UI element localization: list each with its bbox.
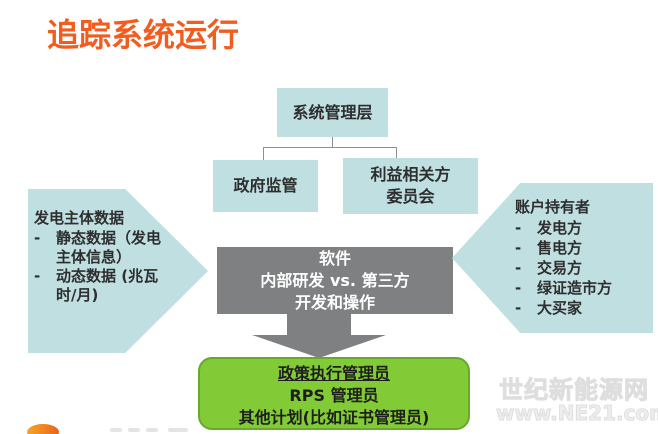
- bullet-dash: -: [515, 259, 522, 277]
- list-item: - 大买家: [515, 298, 653, 318]
- connector-drop-left: [263, 147, 264, 161]
- list-item-text: 绿证造市方: [537, 279, 613, 297]
- list-item: - 动态数据 (兆瓦时/月): [34, 267, 174, 305]
- watermark-url: www.NE21.com: [496, 401, 658, 426]
- list-item-text: 发电方: [537, 219, 583, 237]
- government-box: 政府监管: [213, 160, 318, 212]
- watermark: 世纪新能源网 www.NE21.com: [496, 376, 658, 426]
- list-item: - 发电方: [515, 218, 653, 238]
- stakeholder-box: 利益相关方 委员会: [343, 158, 478, 214]
- bullet-dash: -: [515, 279, 522, 297]
- list-item: - 静态数据（发电主体信息）: [34, 229, 174, 267]
- software-line2: 内部研发 vs. 第三方: [260, 270, 410, 290]
- stakeholder-label-line2: 委员会: [386, 187, 435, 206]
- watermark-name: 世纪新能源网: [499, 376, 649, 404]
- bullet-dash: -: [515, 219, 522, 237]
- list-item-text: 动态数据 (兆瓦时/月): [56, 267, 159, 304]
- connector-drop-right: [396, 147, 397, 159]
- partial-logo-text-mark: [168, 428, 188, 432]
- bullet-dash: -: [34, 267, 41, 285]
- account-holders-content: 账户持有者 - 发电方 - 售电方 - 交易方 - 绿证造市方 - 大买家: [452, 183, 653, 318]
- stakeholder-label-line1: 利益相关方: [370, 165, 451, 184]
- account-holders-heading: 账户持有者: [515, 198, 591, 216]
- down-arrow-stem: [287, 314, 351, 336]
- list-item-text: 交易方: [537, 259, 583, 277]
- policy-admin-line2: RPS 管理员: [289, 386, 379, 405]
- list-item: - 绿证造市方: [515, 278, 653, 298]
- bullet-dash: -: [34, 229, 41, 247]
- generator-data-content: 发电主体数据 - 静态数据（发电主体信息） - 动态数据 (兆瓦时/月): [28, 189, 174, 305]
- government-label: 政府监管: [233, 176, 298, 195]
- generator-data-heading: 发电主体数据: [34, 209, 125, 227]
- partial-logo-icon: [27, 424, 59, 434]
- bullet-dash: -: [515, 239, 522, 257]
- page-title: 追踪系统运行: [47, 16, 240, 54]
- software-line3: 开发和操作: [294, 292, 375, 312]
- policy-admin-line3: 其他计划(比如证书管理员): [238, 408, 430, 427]
- down-arrow-icon: [252, 335, 386, 358]
- generator-data-arrow: 发电主体数据 - 静态数据（发电主体信息） - 动态数据 (兆瓦时/月): [28, 189, 208, 353]
- partial-logo-text-mark: [146, 428, 158, 432]
- account-holders-arrow: 账户持有者 - 发电方 - 售电方 - 交易方 - 绿证造市方 - 大买家: [452, 183, 653, 333]
- partial-logo-text-mark: [128, 428, 140, 432]
- software-box: 软件 内部研发 vs. 第三方 开发和操作: [217, 247, 453, 314]
- list-item-text: 大买家: [537, 299, 583, 317]
- system-admin-box: 系统管理层: [277, 88, 388, 137]
- system-admin-label: 系统管理层: [292, 102, 373, 122]
- bullet-dash: -: [515, 299, 522, 317]
- policy-admin-line1: 政策执行管理员: [277, 364, 390, 383]
- connector-horizontal: [263, 147, 397, 148]
- list-item: - 交易方: [515, 258, 653, 278]
- list-item-text: 售电方: [537, 239, 583, 257]
- connector-stem: [332, 137, 333, 148]
- partial-logo-text-mark: [110, 428, 122, 432]
- software-line1: 软件: [318, 248, 351, 268]
- list-item-text: 静态数据（发电主体信息）: [56, 229, 162, 266]
- policy-admin-box: 政策执行管理员 RPS 管理员 其他计划(比如证书管理员): [198, 357, 470, 430]
- list-item: - 售电方: [515, 238, 653, 258]
